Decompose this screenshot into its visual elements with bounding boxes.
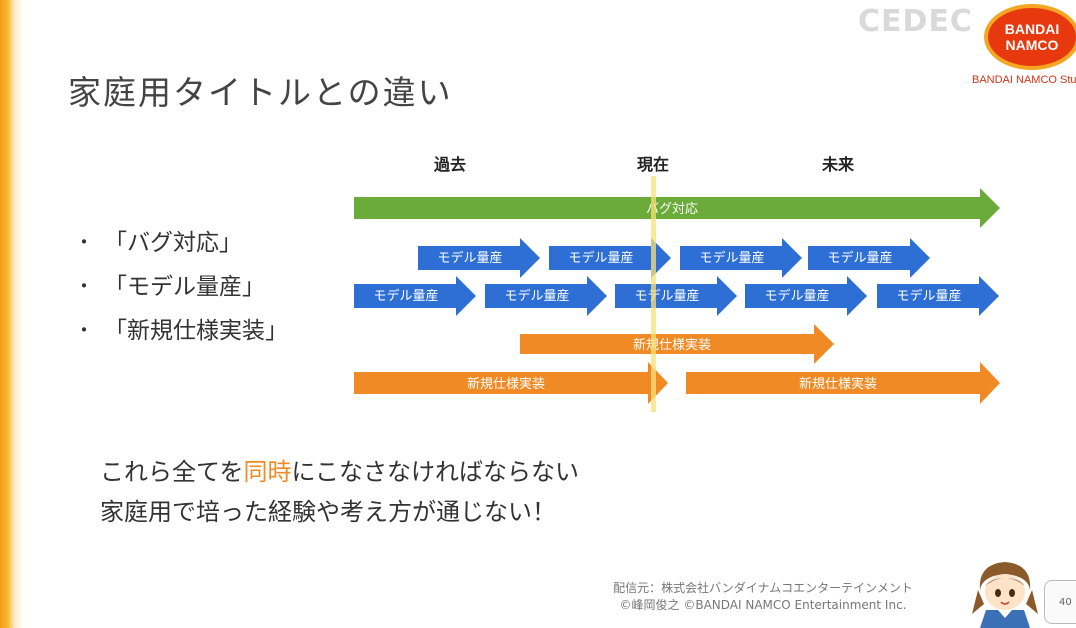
model-arrow xyxy=(418,238,540,278)
spec-arrow xyxy=(686,362,1000,404)
summary-line-1-start: これら全てを xyxy=(100,458,244,486)
present-line xyxy=(651,176,656,412)
spec-arrow-label: 新規仕様実装 xyxy=(799,376,877,392)
summary-line-1-end: にこなさなければならない xyxy=(291,458,580,486)
mascot-character-icon xyxy=(972,562,1038,628)
bullet-item: ・ 「バグ対応」 xyxy=(74,218,288,262)
spec-arrow xyxy=(354,362,668,404)
model-arrow-label: モデル量産 xyxy=(827,250,892,266)
label-past: 過去 xyxy=(433,155,466,174)
cedec-watermark: CEDEC xyxy=(858,4,973,39)
bullet-list: ・ 「バグ対応」 ・ 「モデル量産」 ・ 「新規仕様実装」 xyxy=(74,218,288,350)
model-arrow-label: モデル量産 xyxy=(634,288,699,304)
bullet-item: ・ 「モデル量産」 xyxy=(74,262,288,306)
credits: 配信元：株式会社バンダイナムコエンターテインメント ©峰岡俊之 ©BANDAI … xyxy=(568,580,958,614)
spec-arrow xyxy=(520,324,834,364)
bullet-dot: ・ xyxy=(74,273,94,298)
bullet-text: 「モデル量産」 xyxy=(104,274,265,300)
bullet-item: ・ 「新規仕様実装」 xyxy=(74,306,288,350)
credits-line-2: ©峰岡俊之 ©BANDAI NAMCO Entertainment Inc. xyxy=(619,598,907,612)
model-arrow xyxy=(549,238,671,278)
summary-line-2: 家庭用で培った経験や考え方が通じない！ xyxy=(100,498,556,526)
model-arrow xyxy=(877,276,999,316)
model-arrow-label: モデル量産 xyxy=(896,288,961,304)
slide-title: 家庭用タイトルとの違い xyxy=(68,73,453,112)
logo-line-2: NAMCO xyxy=(1005,37,1059,53)
summary-text: これら全てを同時にこなさなければならない 家庭用で培った経験や考え方が通じない！ xyxy=(100,452,579,532)
summary-highlight: 同時 xyxy=(243,458,292,486)
credits-line-1: 配信元：株式会社バンダイナムコエンターテインメント xyxy=(613,581,913,595)
model-arrow xyxy=(485,276,607,316)
model-arrow-label: モデル量産 xyxy=(699,250,764,266)
model-arrow-label: モデル量産 xyxy=(437,250,502,266)
bullet-dot: ・ xyxy=(74,317,94,342)
model-arrow xyxy=(354,276,476,316)
model-arrow-label: モデル量産 xyxy=(568,250,633,266)
spec-arrow-label: 新規仕様実装 xyxy=(467,376,545,392)
logo-line-1: BANDAI xyxy=(1004,21,1060,37)
spec-arrow-label: 新規仕様実装 xyxy=(633,337,711,353)
model-arrow-label: モデル量産 xyxy=(373,288,438,304)
summary-line-1: これら全てを同時にこなさなければならない xyxy=(100,452,579,492)
accent-bar-glow xyxy=(14,0,24,628)
model-arrow-label: モデル量産 xyxy=(764,288,829,304)
model-arrow-label: モデル量産 xyxy=(504,288,569,304)
bug-arrow-label: バグ対応 xyxy=(646,202,698,217)
bullet-text: 「バグ対応」 xyxy=(104,230,242,256)
bug-arrow xyxy=(354,188,1000,228)
model-arrow xyxy=(615,276,737,316)
model-arrow xyxy=(680,238,802,278)
page-number: 40 xyxy=(1044,580,1076,624)
model-arrow xyxy=(745,276,867,316)
label-future: 未来 xyxy=(821,155,855,174)
bullet-text: 「新規仕様実装」 xyxy=(104,318,288,344)
studio-label: BANDAI NAMCO Stu xyxy=(972,74,1076,86)
label-present: 現在 xyxy=(637,155,669,174)
bullet-dot: ・ xyxy=(74,229,94,254)
accent-bar xyxy=(0,0,14,628)
bandai-namco-logo: BANDAI NAMCO xyxy=(984,4,1076,70)
model-arrow xyxy=(808,238,930,278)
